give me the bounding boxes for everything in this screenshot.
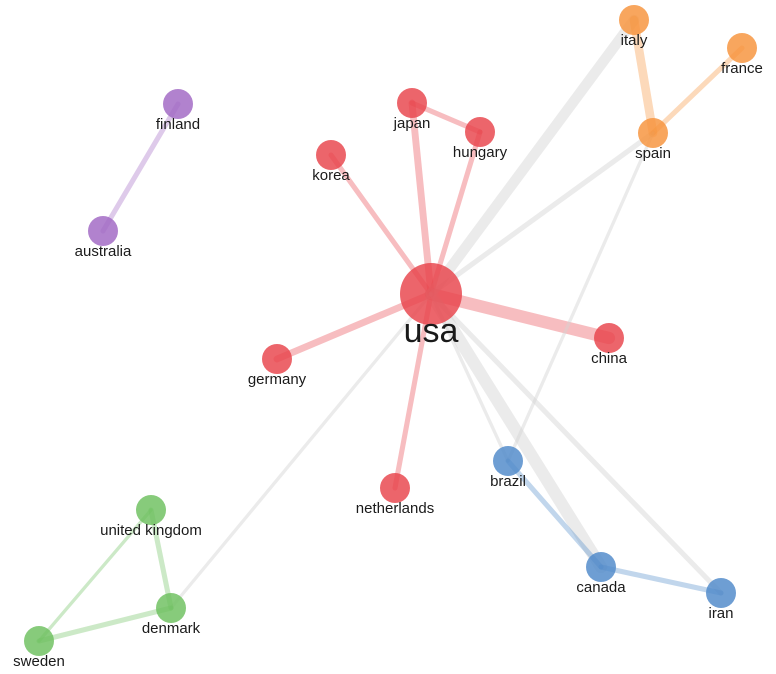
label-iran: iran bbox=[708, 605, 733, 622]
edge-italy-spain bbox=[629, 15, 658, 138]
node-canada[interactable] bbox=[586, 552, 616, 582]
edge-brazil-canada bbox=[505, 458, 604, 570]
edge-usa-japan bbox=[408, 99, 435, 298]
node-united-kingdom[interactable] bbox=[136, 495, 166, 525]
edge-usa-denmark bbox=[169, 292, 433, 610]
label-hungary: hungary bbox=[453, 144, 508, 161]
label-sweden: sweden bbox=[13, 653, 65, 670]
node-spain[interactable] bbox=[638, 118, 668, 148]
node-brazil[interactable] bbox=[493, 446, 523, 476]
edge-denmark-sweden bbox=[36, 605, 174, 644]
edge-united_kingdom-denmark bbox=[148, 507, 174, 611]
label-finland: finland bbox=[156, 116, 200, 133]
label-china: china bbox=[591, 350, 628, 367]
node-france[interactable] bbox=[727, 33, 757, 63]
label-australia: australia bbox=[75, 243, 132, 260]
edge-spain-france bbox=[650, 45, 745, 136]
node-denmark[interactable] bbox=[156, 593, 186, 623]
label-united-kingdom: united kingdom bbox=[100, 522, 202, 539]
label-denmark: denmark bbox=[142, 620, 201, 637]
edge-spain-brazil bbox=[506, 131, 655, 463]
label-korea: korea bbox=[312, 167, 350, 184]
node-china[interactable] bbox=[594, 323, 624, 353]
label-germany: germany bbox=[248, 371, 307, 388]
label-italy: italy bbox=[621, 32, 648, 49]
edge-canada-iran bbox=[598, 564, 724, 596]
node-australia[interactable] bbox=[88, 216, 118, 246]
node-sweden[interactable] bbox=[24, 626, 54, 656]
node-germany[interactable] bbox=[262, 344, 292, 374]
edge-usa-netherlands bbox=[392, 291, 434, 491]
edge-usa-canada bbox=[424, 287, 608, 574]
node-hungary[interactable] bbox=[465, 117, 495, 147]
label-canada: canada bbox=[576, 579, 626, 596]
node-finland[interactable] bbox=[163, 89, 193, 119]
edge-united_kingdom-sweden bbox=[37, 508, 153, 643]
label-spain: spain bbox=[635, 145, 671, 162]
node-italy[interactable] bbox=[619, 5, 649, 35]
edge-layer bbox=[36, 14, 745, 644]
node-japan[interactable] bbox=[397, 88, 427, 118]
node-iran[interactable] bbox=[706, 578, 736, 608]
node-layer bbox=[24, 5, 757, 656]
label-brazil: brazil bbox=[490, 473, 526, 490]
node-korea[interactable] bbox=[316, 140, 346, 170]
label-france: france bbox=[721, 60, 763, 77]
label-usa: usa bbox=[404, 312, 459, 350]
edge-usa-iran bbox=[428, 291, 724, 596]
node-usa[interactable] bbox=[400, 263, 462, 325]
edge-finland-australia bbox=[100, 101, 181, 234]
edge-usa-italy bbox=[425, 14, 640, 300]
label-layer: usa japan hungary korea china germany netherla… bbox=[13, 32, 763, 670]
label-japan: japan bbox=[393, 115, 431, 132]
edge-usa-spain bbox=[428, 130, 656, 297]
node-netherlands[interactable] bbox=[380, 473, 410, 503]
label-netherlands: netherlands bbox=[356, 500, 434, 517]
